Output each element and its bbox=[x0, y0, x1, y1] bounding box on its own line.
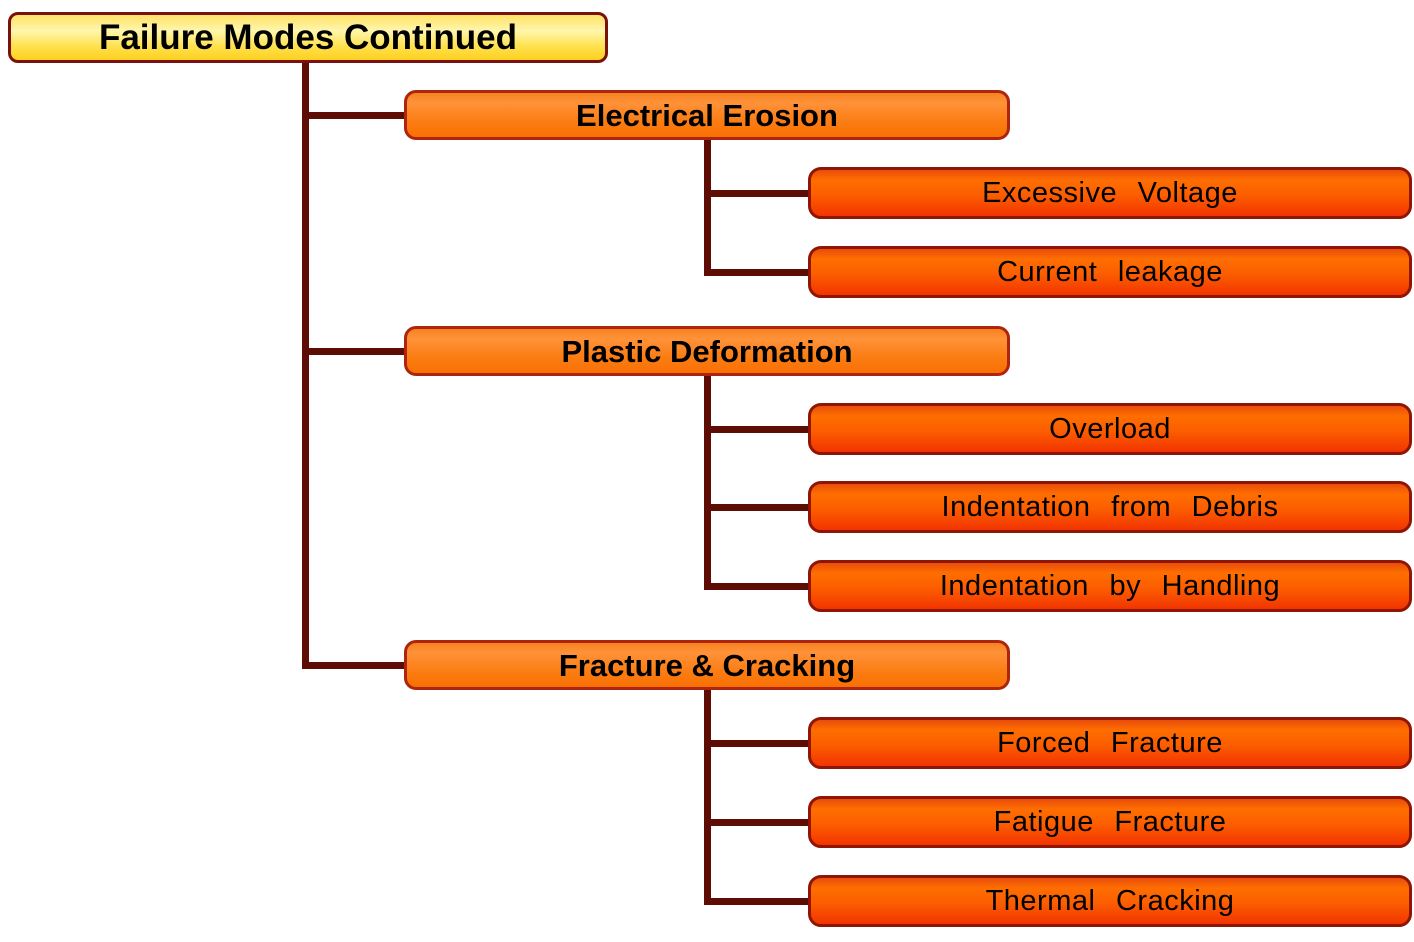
leaf-box-indentation-from-debris: Indentation from Debris bbox=[808, 481, 1412, 533]
leaf-box-indentation-by-handling: Indentation by Handling bbox=[808, 560, 1412, 612]
leaf-label: Fatigue Fracture bbox=[993, 805, 1227, 838]
connector-branch-plastic bbox=[302, 348, 404, 355]
connector-electrical-vertical bbox=[704, 139, 711, 276]
connector-leaf-indentation-handling bbox=[704, 583, 808, 590]
branch-label: Plastic Deformation bbox=[561, 333, 853, 369]
leaf-label: Forced Fracture bbox=[997, 726, 1223, 759]
connector-plastic-vertical bbox=[704, 375, 711, 590]
branch-label: Fracture & Cracking bbox=[558, 647, 856, 683]
connector-fracture-vertical bbox=[704, 689, 711, 905]
leaf-label: Indentation by Handling bbox=[939, 569, 1281, 602]
leaf-box-thermal-cracking: Thermal Cracking bbox=[808, 875, 1412, 927]
leaf-label: Thermal Cracking bbox=[985, 884, 1235, 917]
branch-box-electrical-erosion: Electrical Erosion bbox=[404, 90, 1010, 140]
connector-leaf-thermal-cracking bbox=[704, 898, 808, 905]
connector-leaf-current-leakage bbox=[704, 269, 808, 276]
root-box-failure-modes: Failure Modes Continued bbox=[8, 12, 608, 63]
connector-leaf-forced-fracture bbox=[704, 740, 808, 747]
root-label: Failure Modes Continued bbox=[98, 18, 518, 57]
leaf-box-fatigue-fracture: Fatigue Fracture bbox=[808, 796, 1412, 848]
connector-leaf-fatigue-fracture bbox=[704, 819, 808, 826]
connector-leaf-overload bbox=[704, 426, 808, 433]
connector-root-vertical bbox=[302, 62, 309, 669]
leaf-label: Indentation from Debris bbox=[941, 490, 1279, 523]
leaf-label: Overload bbox=[1049, 412, 1171, 445]
connector-leaf-excessive-voltage bbox=[704, 190, 808, 197]
branch-box-plastic-deformation: Plastic Deformation bbox=[404, 326, 1010, 376]
connector-branch-fracture bbox=[302, 662, 404, 669]
branch-box-fracture-cracking: Fracture & Cracking bbox=[404, 640, 1010, 690]
leaf-label: Current leakage bbox=[997, 255, 1223, 288]
leaf-box-excessive-voltage: Excessive Voltage bbox=[808, 167, 1412, 219]
leaf-box-forced-fracture: Forced Fracture bbox=[808, 717, 1412, 769]
leaf-box-overload: Overload bbox=[808, 403, 1412, 455]
branch-label: Electrical Erosion bbox=[576, 97, 838, 133]
connector-branch-electrical bbox=[302, 112, 404, 119]
leaf-box-current-leakage: Current leakage bbox=[808, 246, 1412, 298]
connector-leaf-indentation-debris bbox=[704, 504, 808, 511]
leaf-label: Excessive Voltage bbox=[982, 176, 1238, 209]
